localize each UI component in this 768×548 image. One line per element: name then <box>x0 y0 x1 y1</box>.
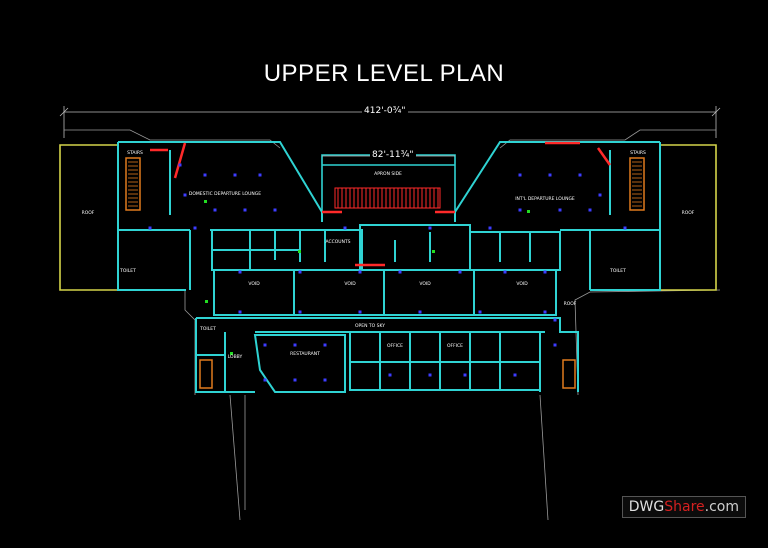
label-toilet-right: TOILET <box>609 268 626 274</box>
label-apron-side: APRON SIDE <box>374 171 402 177</box>
roof-outline <box>59 144 717 291</box>
label-roof-mid: ROOF <box>564 301 577 307</box>
page-title: UPPER LEVEL PLAN <box>263 60 505 87</box>
label-roof-right: ROOF <box>682 210 695 216</box>
label-accounts: ACCOUNTS <box>325 239 350 245</box>
red-walls <box>150 141 612 267</box>
columns <box>148 163 627 382</box>
green-accents <box>204 200 530 355</box>
label-restaurant: RESTAURANT <box>290 351 320 357</box>
label-void-3: VOID <box>419 281 431 287</box>
label-roof-left: ROOF <box>82 210 95 216</box>
apron-stairs <box>334 187 441 209</box>
label-office-2: OFFICE <box>447 343 463 349</box>
escalator-right <box>629 157 645 211</box>
label-intl-lounge: INT'L DEPARTURE LOUNGE <box>515 196 575 202</box>
label-toilet-lower: TOILET <box>199 326 216 332</box>
label-void-4: VOID <box>516 281 528 287</box>
label-void-2: VOID <box>344 281 356 287</box>
label-stairs-right: STAIRS <box>630 150 646 156</box>
escalator-lower <box>199 359 576 389</box>
label-toilet-left: TOILET <box>119 268 136 274</box>
overall-dimension-label: 412'-0¾" <box>362 106 408 116</box>
label-office-1: OFFICE <box>387 343 403 349</box>
label-void-1: VOID <box>248 281 260 287</box>
label-lobby: LOBBY <box>228 354 243 360</box>
escalator-left <box>125 157 141 211</box>
apron-dimension-label: 82'-11¾" <box>370 150 416 160</box>
walls <box>117 141 661 393</box>
label-domestic-lounge: DOMESTIC DEPARTURE LOUNGE <box>189 191 261 197</box>
label-stairs-left: STAIRS <box>127 150 143 156</box>
label-open-to-sky: OPEN TO SKY <box>355 323 385 329</box>
watermark-logo: DWGShare.com <box>621 496 746 518</box>
